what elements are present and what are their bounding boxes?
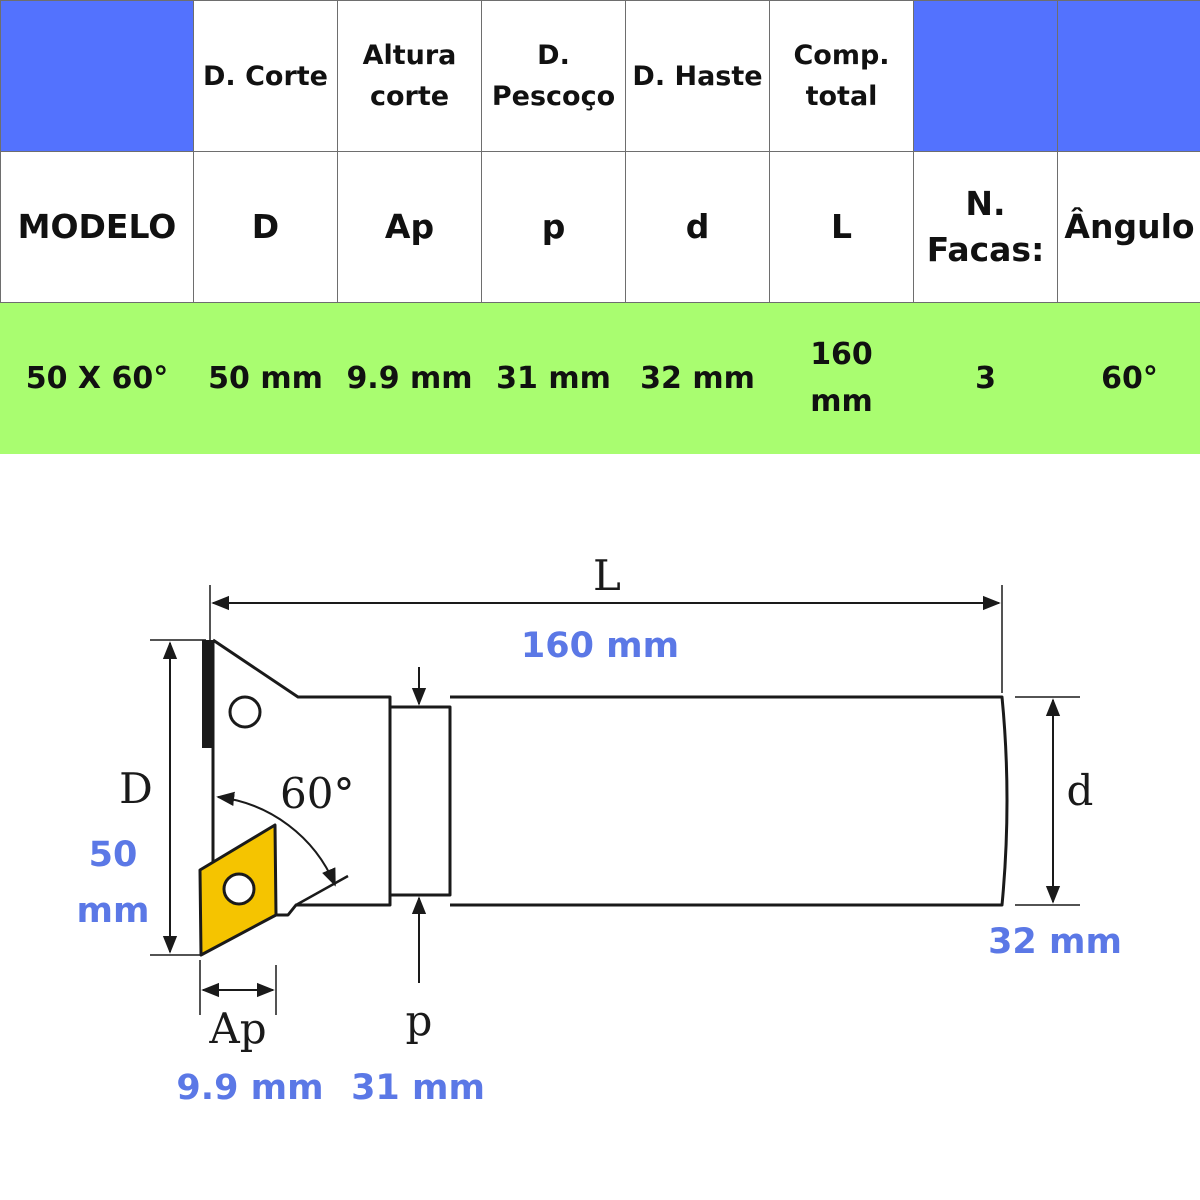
symbol-cell-p: p	[481, 151, 626, 303]
value-cell-d-pescoco: 31 mm	[481, 302, 626, 454]
dim-l-value: 160 mm	[521, 626, 679, 666]
value-cell-altura-corte: 9.9 mm	[337, 302, 482, 454]
value-cell-n-facas: 3	[913, 302, 1058, 454]
screw-hole-icon	[228, 695, 262, 729]
dim-ap-value: 9.9 mm	[176, 1068, 323, 1108]
value-cell-modelo: 50 X 60°	[0, 302, 194, 454]
table-header-row: D. Corte Altura corte D. Pescoço D. Hast…	[0, 0, 1200, 152]
dim-ap-symbol: Ap	[208, 1004, 266, 1053]
symbol-cell-angulo: Ângulo	[1057, 151, 1200, 303]
header-cell-d-pescoco: D. Pescoço	[481, 0, 626, 152]
symbol-cell-d-lower: d	[625, 151, 770, 303]
cut-edge-line	[295, 874, 349, 907]
symbol-cell-n-facas: N. Facas:	[913, 151, 1058, 303]
dim-d-upper-value-line1: 50	[89, 835, 138, 875]
dim-l-symbol: L	[593, 551, 621, 600]
table-value-row: 50 X 60° 50 mm 9.9 mm 31 mm 32 mm 160 mm…	[0, 302, 1200, 454]
dim-d-lower-symbol: d	[1067, 766, 1094, 815]
insert-clamp	[202, 640, 214, 748]
header-cell-altura-corte: Altura corte	[337, 0, 482, 152]
header-cell-d-corte: D. Corte	[193, 0, 338, 152]
header-cell-blank-2	[913, 0, 1058, 152]
spec-table: D. Corte Altura corte D. Pescoço D. Hast…	[0, 0, 1200, 454]
value-cell-d-corte: 50 mm	[193, 302, 338, 454]
header-cell-blank-3	[1057, 0, 1200, 152]
dim-d-lower	[1015, 696, 1080, 906]
dim-p-symbol: p	[406, 996, 433, 1045]
symbol-cell-ap: Ap	[337, 151, 482, 303]
table-symbol-row: MODELO D Ap p d L N. Facas: Ângulo	[0, 151, 1200, 303]
insert-icon	[198, 823, 278, 957]
value-cell-d-haste: 32 mm	[625, 302, 770, 454]
dim-l	[209, 585, 1003, 693]
tool-diagram: 60° L 160 mm D 50 mm d 32 mm Ap 9.9 mm p…	[77, 551, 1122, 1108]
shank-outline	[450, 695, 1009, 907]
value-cell-comp-total: 160 mm	[769, 302, 914, 454]
dim-d-upper	[150, 639, 206, 956]
dim-d-lower-value: 32 mm	[988, 922, 1122, 962]
header-cell-d-haste: D. Haste	[625, 0, 770, 152]
header-cell-blank	[0, 0, 194, 152]
angle-label: 60°	[280, 769, 354, 818]
symbol-cell-modelo: MODELO	[0, 151, 194, 303]
dim-d-upper-symbol: D	[119, 764, 153, 813]
dim-ap	[199, 960, 277, 1015]
symbol-cell-l: L	[769, 151, 914, 303]
value-cell-angulo: 60°	[1057, 302, 1200, 454]
dim-p-value: 31 mm	[351, 1068, 485, 1108]
header-cell-comp-total: Comp. total	[769, 0, 914, 152]
symbol-cell-d-upper: D	[193, 151, 338, 303]
dim-d-upper-value-line2: mm	[77, 891, 150, 931]
neck-outline	[388, 705, 452, 897]
angle-arc	[216, 791, 336, 887]
